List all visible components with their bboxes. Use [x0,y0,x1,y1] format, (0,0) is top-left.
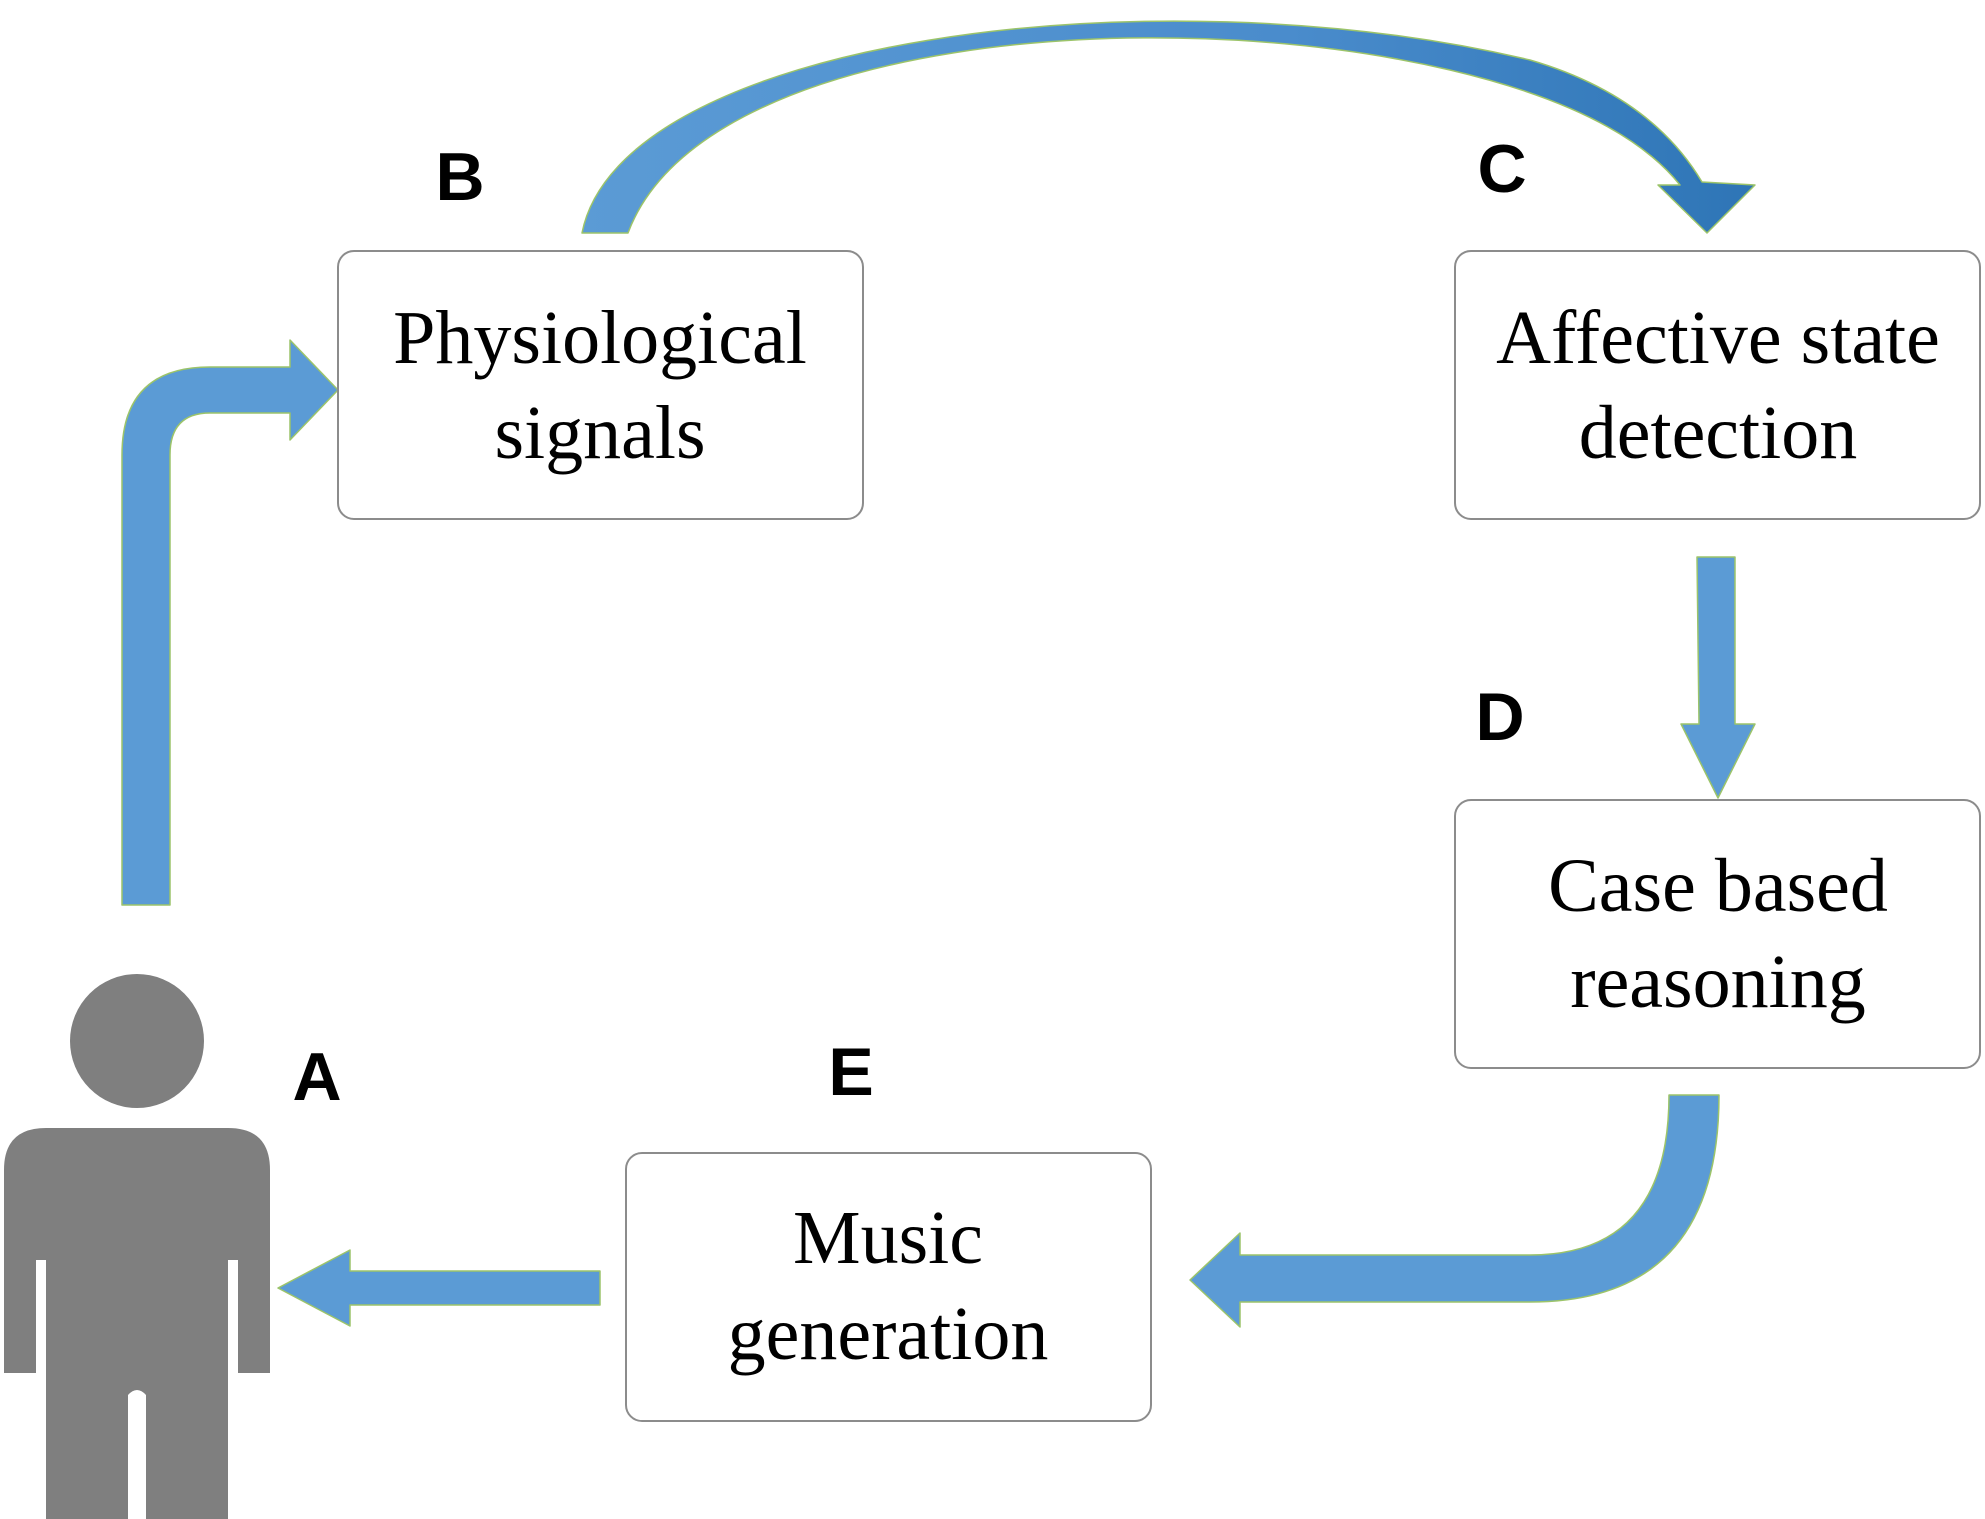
node-label-line2: generation [728,1292,1049,1376]
step-letter-e: E [828,1034,873,1110]
node-label-line1: Physiological [393,296,807,380]
node-label-line2: reasoning [1570,940,1865,1024]
person-head [70,974,204,1108]
arrow-person-to-physiological-shaft [121,339,339,906]
person-icon [4,974,270,1519]
step-letter-b: B [435,139,484,215]
node-box [337,250,864,520]
node-label-line2: signals [494,391,705,475]
node-label-line1: Case based [1548,844,1888,928]
node-label-line1: Music [793,1196,983,1280]
arrow-affective-to-case-based [1680,556,1756,799]
node-box [1454,250,1981,520]
node-case-based-reasoning: Case based reasoning [1454,799,1981,1069]
step-letter-d: D [1475,679,1524,755]
step-letter-a: A [292,1039,341,1115]
node-box [625,1152,1152,1422]
node-label-line2: detection [1579,391,1858,475]
arrow-physiological-to-affective [581,20,1756,234]
node-box [1454,799,1981,1069]
arrow-music-to-person [277,1249,601,1327]
arrow-case-based-to-music [1189,1094,1720,1328]
person-body [4,1128,270,1519]
node-label-line1: Affective state [1496,296,1940,380]
step-letter-c: C [1477,131,1526,207]
node-music-generation: Music generation [625,1152,1152,1422]
node-physiological-signals: Physiological signals [337,250,864,520]
node-affective-state-detection: Affective state detection [1454,250,1981,520]
